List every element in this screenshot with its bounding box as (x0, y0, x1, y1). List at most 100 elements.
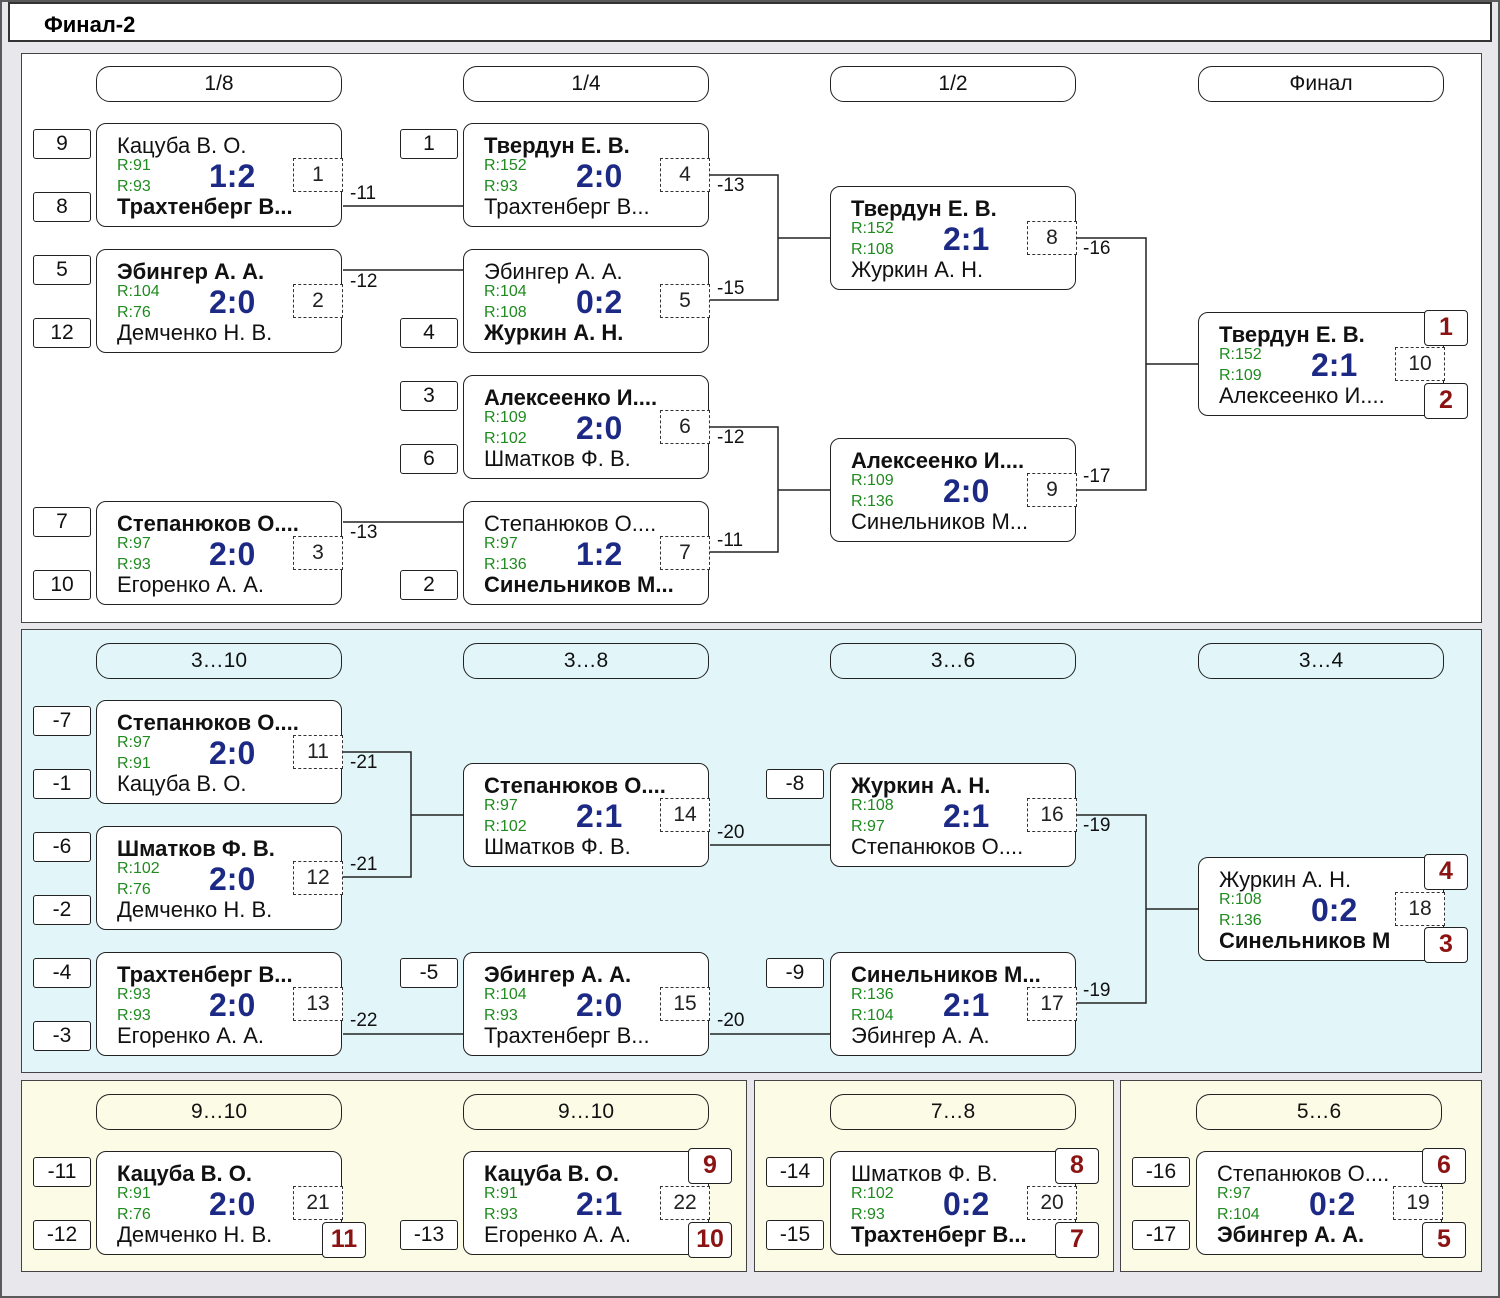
next-match-label: -16 (1083, 238, 1111, 259)
player-one-rating: R:97 (117, 734, 151, 751)
place-badge: 11 (322, 1222, 366, 1258)
player-two-rating: R:102 (484, 430, 527, 447)
next-match-label: -20 (717, 1010, 745, 1031)
player-one-name: Степанюков О.... (117, 711, 299, 735)
match-number: 15 (660, 987, 710, 1021)
player-two-rating: R:93 (117, 178, 151, 195)
match-score: 2:0 (209, 987, 256, 1023)
place-badge: 10 (688, 1222, 732, 1258)
player-two-name: Трахтенберг В... (851, 1223, 1027, 1247)
next-match-label: -12 (350, 271, 378, 292)
match-score: 2:0 (209, 861, 256, 897)
round-label-1-2: 1/2 (830, 66, 1076, 102)
match-number: 13 (293, 987, 343, 1021)
next-match-label: -11 (717, 530, 744, 551)
seed-box: -6 (33, 832, 91, 862)
player-one-rating: R:104 (484, 986, 527, 1003)
seed-box: -16 (1132, 1157, 1190, 1187)
player-two-rating: R:104 (851, 1007, 894, 1024)
player-two-rating: R:136 (484, 556, 527, 573)
player-two-name: Синельников М... (484, 573, 674, 597)
round-label-final: Финал (1198, 66, 1444, 102)
player-two-rating: R:97 (851, 818, 885, 835)
player-one-rating: R:108 (851, 797, 894, 814)
next-match-label: -20 (717, 822, 745, 843)
match-score: 2:1 (576, 798, 623, 834)
match-score: 2:0 (576, 410, 623, 446)
place-badge: 5 (1422, 1222, 1466, 1258)
place-badge: 2 (1424, 383, 1468, 419)
player-two-rating: R:93 (484, 1206, 518, 1223)
player-one-rating: R:102 (851, 1185, 894, 1202)
player-one-name: Эбингер А. А. (484, 963, 632, 987)
match-score: 2:1 (943, 987, 990, 1023)
player-one-rating: R:109 (484, 409, 527, 426)
player-one-rating: R:93 (117, 986, 151, 1003)
player-one-name: Степанюков О.... (484, 512, 657, 536)
match-number: 9 (1027, 473, 1077, 507)
player-one-name: Алексеенко И.... (851, 449, 1025, 473)
player-two-name: Степанюков О.... (851, 835, 1024, 859)
seed-box: -14 (766, 1157, 824, 1187)
title-bar: Финал-2 (8, 2, 1492, 42)
player-two-name: Трахтенберг В... (484, 195, 650, 219)
player-two-name: Синельников М (1219, 929, 1391, 953)
seed-box: -4 (33, 958, 91, 988)
round-label-1-8: 1/8 (96, 66, 342, 102)
seed-box: -7 (33, 706, 91, 736)
player-one-name: Степанюков О.... (1217, 1162, 1390, 1186)
player-one-rating: R:97 (1217, 1185, 1251, 1202)
round-label-3-10: 3…10 (96, 643, 342, 679)
player-one-rating: R:91 (484, 1185, 518, 1202)
match-score: 2:0 (209, 1186, 256, 1222)
match-number: 16 (1027, 798, 1077, 832)
player-one-name: Степанюков О.... (484, 774, 666, 798)
match-number: 11 (293, 735, 343, 769)
match-score: 1:2 (209, 158, 256, 194)
seed-box: 6 (400, 444, 458, 474)
player-one-name: Трахтенберг В... (117, 963, 293, 987)
place-badge: 9 (688, 1148, 732, 1184)
player-two-rating: R:109 (1219, 367, 1262, 384)
player-one-rating: R:91 (117, 1185, 151, 1202)
player-two-name: Трахтенберг В... (117, 195, 293, 219)
round-label-9-10a: 9…10 (96, 1094, 342, 1130)
player-two-rating: R:91 (117, 755, 151, 772)
match-score: 0:2 (1309, 1186, 1356, 1222)
match-score: 2:0 (209, 735, 256, 771)
seed-box: -17 (1132, 1220, 1190, 1250)
match-number: 18 (1395, 892, 1445, 926)
player-one-name: Эбингер А. А. (117, 260, 265, 284)
next-match-label: -13 (717, 175, 745, 196)
player-one-rating: R:97 (484, 535, 518, 552)
player-two-rating: R:104 (1217, 1206, 1260, 1223)
seed-box: 12 (33, 318, 91, 348)
player-one-name: Степанюков О.... (117, 512, 299, 536)
match-score: 2:0 (576, 987, 623, 1023)
seed-box: -12 (33, 1220, 91, 1250)
seed-box: -1 (33, 769, 91, 799)
